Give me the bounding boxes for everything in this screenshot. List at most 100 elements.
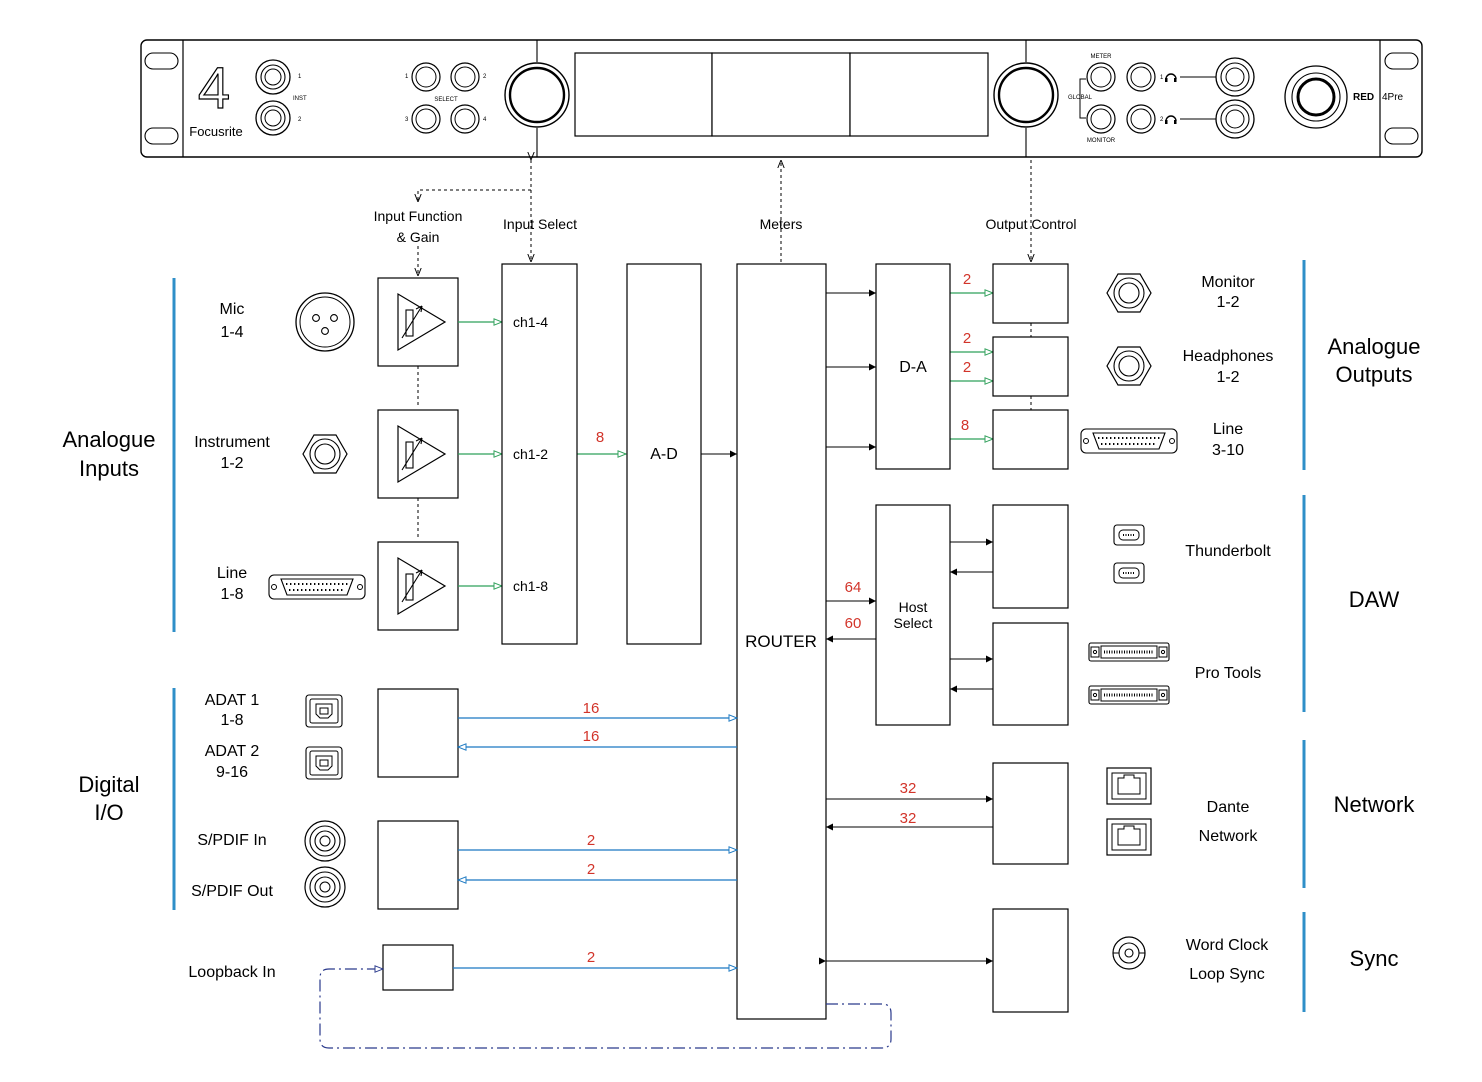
router-to-da-lines (826, 289, 876, 451)
dante-lines (826, 795, 993, 831)
ch12-label: ch1-2 (513, 446, 548, 462)
headphone-out-block (992, 336, 1069, 397)
headphones-out-label: Headphones (1183, 348, 1274, 365)
select-button-3[interactable] (411, 104, 441, 134)
preamp-instrument-block (377, 409, 459, 499)
dante-label: Dante (1207, 799, 1250, 816)
line-in-label: Line (217, 565, 247, 582)
spdif-block (377, 820, 459, 910)
meter-button[interactable] (1086, 62, 1116, 92)
xlr-connector-icon (295, 292, 355, 352)
dante-network-label: Network (1199, 828, 1259, 845)
preamp-mic-block (377, 277, 459, 367)
monitor-button[interactable] (1086, 104, 1116, 134)
select-3-label: 3 (405, 117, 409, 123)
adat-block (377, 688, 459, 778)
output-control-label: Output Control (985, 216, 1076, 232)
jack-connector-icon (302, 434, 348, 474)
inst-input-jack[interactable] (255, 100, 291, 136)
display-screen-1 (574, 52, 713, 137)
ch18-label: ch1-8 (513, 578, 548, 594)
section-digital-io: Digital (78, 772, 139, 797)
select-button-1[interactable] (411, 62, 441, 92)
ad-channel-count: 8 (596, 429, 604, 446)
router-block (736, 263, 827, 1020)
loop-sync-label: Loop Sync (1189, 966, 1265, 983)
headphone-jack-2[interactable] (1215, 99, 1255, 139)
host-out-count: 64 (845, 579, 862, 596)
thunderbolt-port-icon (1113, 562, 1145, 584)
optical-connector-icon (305, 746, 343, 780)
spdif-in-count: 2 (587, 832, 595, 849)
dante-in-count: 32 (900, 810, 917, 827)
headphone-icon-cup (1165, 78, 1168, 82)
display-screen-3 (849, 52, 989, 137)
section-analogue-inputs: Inputs (79, 456, 139, 481)
headphones-out-range: 1-2 (1216, 369, 1239, 386)
headphone-1-button[interactable] (1126, 62, 1156, 92)
input-select-block (501, 263, 578, 645)
select-label: SELECT (434, 97, 458, 103)
input-select-label: Input Select (503, 216, 577, 232)
inst-input-jack[interactable] (255, 59, 291, 95)
spdif-out-count: 2 (587, 861, 595, 878)
headphone-icon (1165, 115, 1177, 122)
line-out-range: 3-10 (1212, 442, 1244, 459)
da-label: D-A (899, 359, 927, 376)
ethernet-port-icon (1106, 818, 1152, 856)
headphone-jack-icon (1106, 346, 1152, 386)
instrument-label: Instrument (194, 434, 270, 451)
inst-2-label: 2 (298, 117, 302, 123)
monitor-out-block (992, 263, 1069, 324)
rca-connector-icon (304, 866, 346, 908)
input-gain-knob[interactable] (504, 62, 570, 128)
monitor-out-range: 1-2 (1216, 294, 1239, 311)
headphone-2-button[interactable] (1126, 104, 1156, 134)
thunderbolt-label: Thunderbolt (1185, 543, 1271, 560)
section-daw: DAW (1349, 587, 1400, 612)
select-buttons: 1 2 3 4 SELECT (405, 62, 487, 134)
section-bars (172, 260, 1306, 1012)
adat-in-count: 16 (583, 700, 600, 717)
select-button-2[interactable] (450, 62, 480, 92)
optical-connector-icon (305, 694, 343, 728)
input-function-label: Input Function (374, 208, 463, 224)
rca-connector-icon (304, 820, 346, 862)
output-control-knob[interactable] (993, 62, 1059, 128)
control-links (418, 160, 1031, 540)
host-in-count: 60 (845, 615, 862, 632)
headphone-1-label: 1 (1160, 75, 1164, 81)
thunderbolt-block (992, 504, 1069, 609)
rack-ear-slot (1384, 52, 1419, 70)
headphone-jack-1[interactable] (1215, 57, 1255, 97)
line-out-block (992, 409, 1069, 470)
adat2-range-label: 9-16 (216, 764, 248, 781)
router-label: ROUTER (745, 632, 817, 651)
loopback-count: 2 (587, 949, 595, 966)
ch14-label: ch1-4 (513, 314, 548, 330)
headphone-icon-cup (1165, 120, 1168, 124)
select-1-label: 1 (405, 74, 409, 80)
device-front-panel: 4 Focusrite 1 INST 2 1 2 3 4 SELECT (140, 39, 1423, 158)
protools-block (992, 622, 1069, 726)
host-label: Host (899, 599, 928, 615)
adat2-label: ADAT 2 (205, 743, 260, 760)
main-volume-knob[interactable] (1284, 65, 1348, 129)
bnc-port-icon (1112, 936, 1146, 970)
headphone-b-count: 2 (963, 359, 971, 376)
headphone-icon-cup (1174, 78, 1177, 82)
monitor-out-label: Monitor (1201, 274, 1255, 291)
loopback-in-label: Loopback In (188, 964, 275, 981)
headphone-2-label: 2 (1160, 117, 1164, 123)
select-button-4[interactable] (450, 104, 480, 134)
inst-label: INST (293, 96, 307, 102)
ad-converter-block (626, 263, 702, 645)
adat1-label: ADAT 1 (205, 692, 260, 709)
headphone-icon (1165, 73, 1177, 80)
and-gain-label: & Gain (397, 229, 440, 245)
line-out-label: Line (1213, 421, 1243, 438)
digital-signal-lines (453, 714, 739, 972)
sync-block (992, 908, 1069, 1013)
select-2-label: 2 (483, 74, 487, 80)
